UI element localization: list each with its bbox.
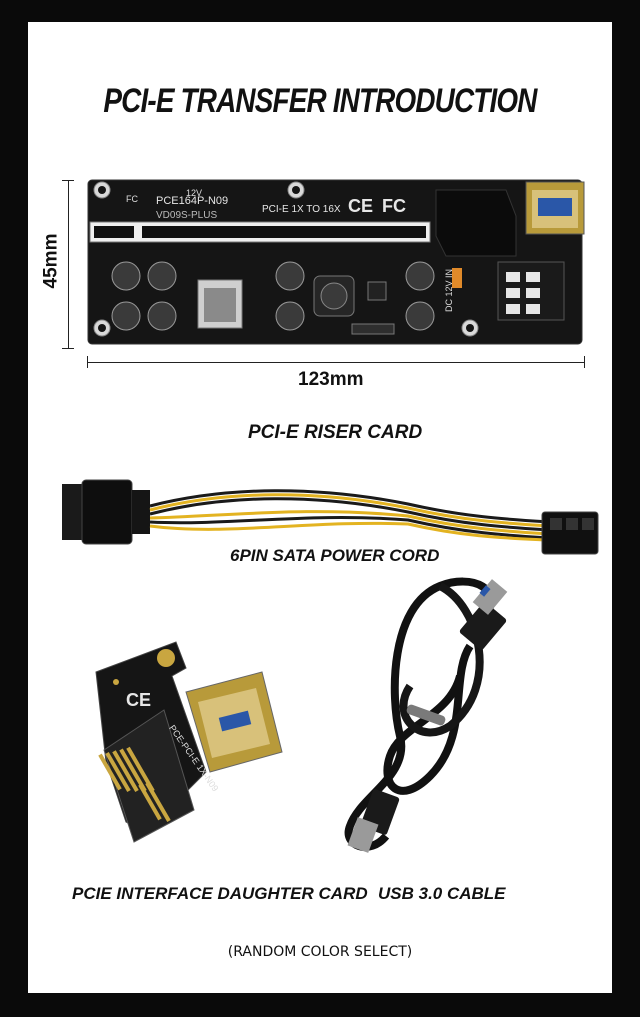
height-dimension-tick-bottom — [62, 348, 74, 349]
daughter-card-image: CE PCE-PCI-E 1X-N09 — [95, 641, 283, 843]
riser-card-image: FC 12V PCE164P-N09 VD09S-PLUS PCI-E 1X T… — [87, 179, 585, 345]
page-title: PCI-E TRANSFER INTRODUCTION — [103, 82, 537, 120]
riser-card-caption: PCI-E RISER CARD — [248, 422, 423, 443]
width-dimension-line — [87, 362, 584, 363]
daughter-ce-mark: CE — [126, 690, 151, 710]
width-dimension-label: 123mm — [298, 369, 364, 390]
riser-power-marking: DC 12V IN — [444, 269, 454, 312]
riser-marking-12v: FC — [126, 194, 138, 204]
riser-interface-marking: PCI-E 1X TO 16X — [262, 204, 341, 215]
height-dimension-tick-top — [62, 180, 74, 181]
height-dimension-line — [68, 180, 69, 348]
sata-power-cord-image — [62, 479, 599, 555]
riser-version-marking: VD09S-PLUS — [156, 210, 217, 221]
daughter-card-caption: PCIE INTERFACE DAUGHTER CARD — [72, 884, 368, 903]
height-dimension-label: 45mm — [40, 233, 62, 289]
riser-fc-mark: FC — [382, 196, 406, 216]
width-dimension-tick-right — [584, 356, 585, 368]
sata-power-cord-caption: 6PIN SATA POWER CORD — [230, 546, 440, 565]
riser-marking-33v: 12V — [186, 188, 202, 198]
width-dimension-tick-left — [87, 356, 88, 368]
usb-cable-caption: USB 3.0 CABLE — [378, 884, 506, 903]
usb-cable-image — [344, 577, 508, 853]
riser-ce-mark: CE — [348, 196, 373, 216]
riser-model-marking: PCE164P-N09 — [156, 195, 228, 207]
random-color-note: (RANDOM COLOR SELECT) — [227, 944, 413, 960]
